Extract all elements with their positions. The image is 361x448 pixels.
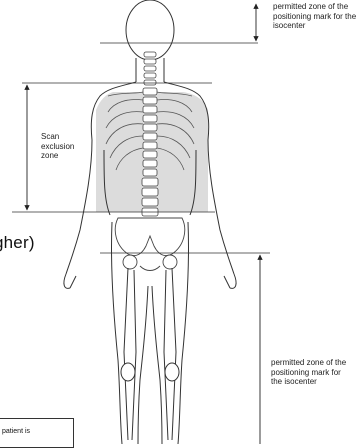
pelvis [115,218,185,271]
cut-off-heading: gher) [0,233,35,253]
legs [111,222,188,444]
scan-exclusion-label: Scan exclusion zone [41,132,81,161]
note-text: patient is [2,428,30,435]
top-zone-label: permitted zone of the positioning mark f… [273,2,361,31]
bottom-zone-label: permitted zone of the positioning mark f… [271,358,351,387]
spine [142,52,158,216]
